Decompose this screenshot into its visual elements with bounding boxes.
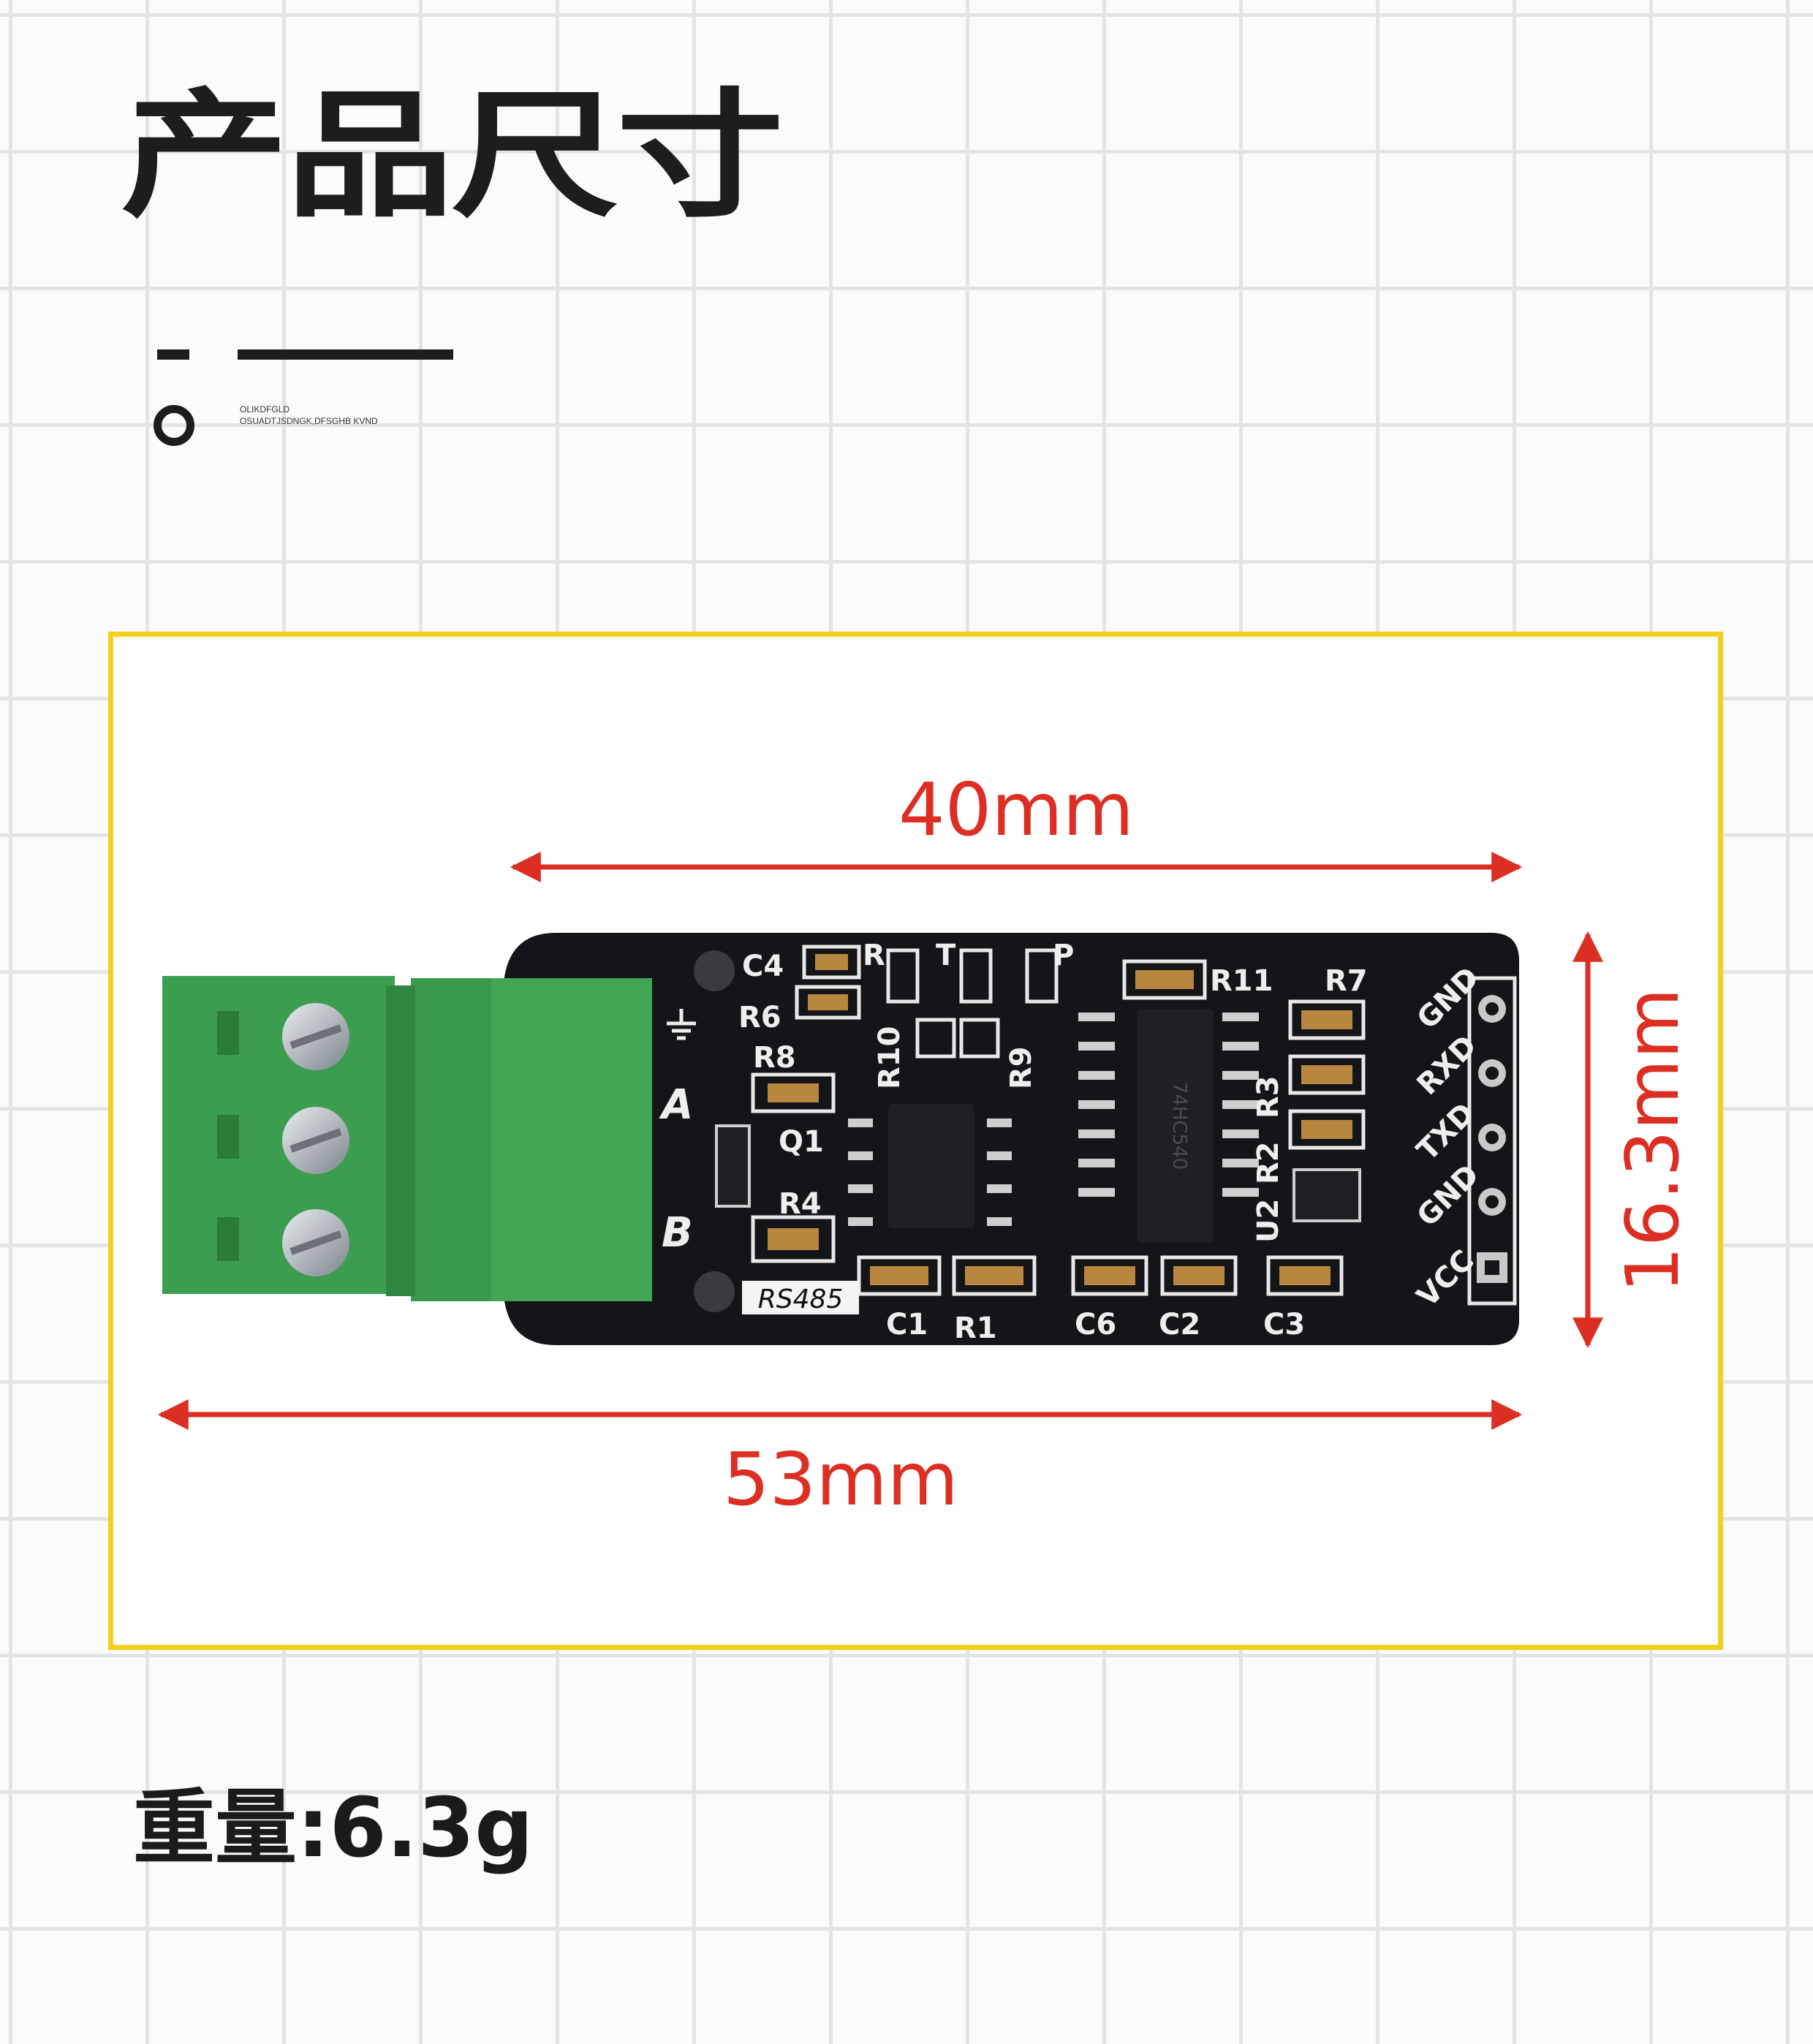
component-label: P: [1053, 939, 1074, 972]
component-label: C1: [886, 1308, 928, 1341]
component-label: R2: [1252, 1141, 1285, 1184]
ground-icon: [667, 1009, 696, 1040]
component-label: R: [863, 939, 885, 972]
chip-transceiver: [888, 1104, 974, 1228]
component-label: R4: [779, 1187, 822, 1221]
component-label: R11: [1210, 964, 1273, 998]
board-label: RS485: [758, 1284, 844, 1314]
dimension-label-16-3mm: 16.3mm: [1610, 988, 1695, 1292]
component-label: T: [936, 939, 956, 972]
component-label: C6: [1075, 1308, 1116, 1341]
component-label: R1: [954, 1311, 997, 1345]
component-label: R3: [1252, 1075, 1285, 1118]
terminal-block: [162, 976, 652, 1301]
dimension-label-53mm: 53mm: [723, 1437, 958, 1522]
component-label: U2: [1252, 1199, 1285, 1243]
component-label: Q1: [779, 1125, 824, 1159]
chip-marking: 74HC540: [1168, 1082, 1190, 1170]
component-label: R10: [873, 1026, 906, 1089]
component-label: C2: [1159, 1308, 1200, 1341]
screw-icon: [282, 1107, 349, 1174]
terminal-label-b: B: [662, 1209, 693, 1257]
pcb-board: 74HC540: [504, 933, 1519, 1345]
component-label: R6: [738, 1001, 781, 1034]
decorative-ring-icon: [154, 405, 194, 446]
terminal-label-a: A: [659, 1081, 693, 1129]
dimension-label-40mm: 40mm: [898, 767, 1134, 852]
decorative-line: [238, 349, 453, 360]
component-label: R8: [753, 1041, 796, 1075]
component-label: R7: [1325, 964, 1368, 998]
screw-icon: [282, 1209, 349, 1276]
screw-icon: [282, 1003, 349, 1070]
decorative-dash: [157, 349, 189, 360]
component-label: C4: [742, 950, 784, 983]
chip-usb-serial: [1137, 1009, 1214, 1243]
component-label: C3: [1263, 1308, 1305, 1341]
page-title: 产品尺寸: [121, 76, 784, 237]
weight-label: 重量:6.3g: [133, 1781, 534, 1876]
decorative-caption: OLIKDFGLD OSUADTJSDNGK,DFSGHB KVND: [240, 404, 378, 426]
component-label: R9: [1004, 1046, 1038, 1089]
pin-header: [1467, 976, 1517, 1306]
